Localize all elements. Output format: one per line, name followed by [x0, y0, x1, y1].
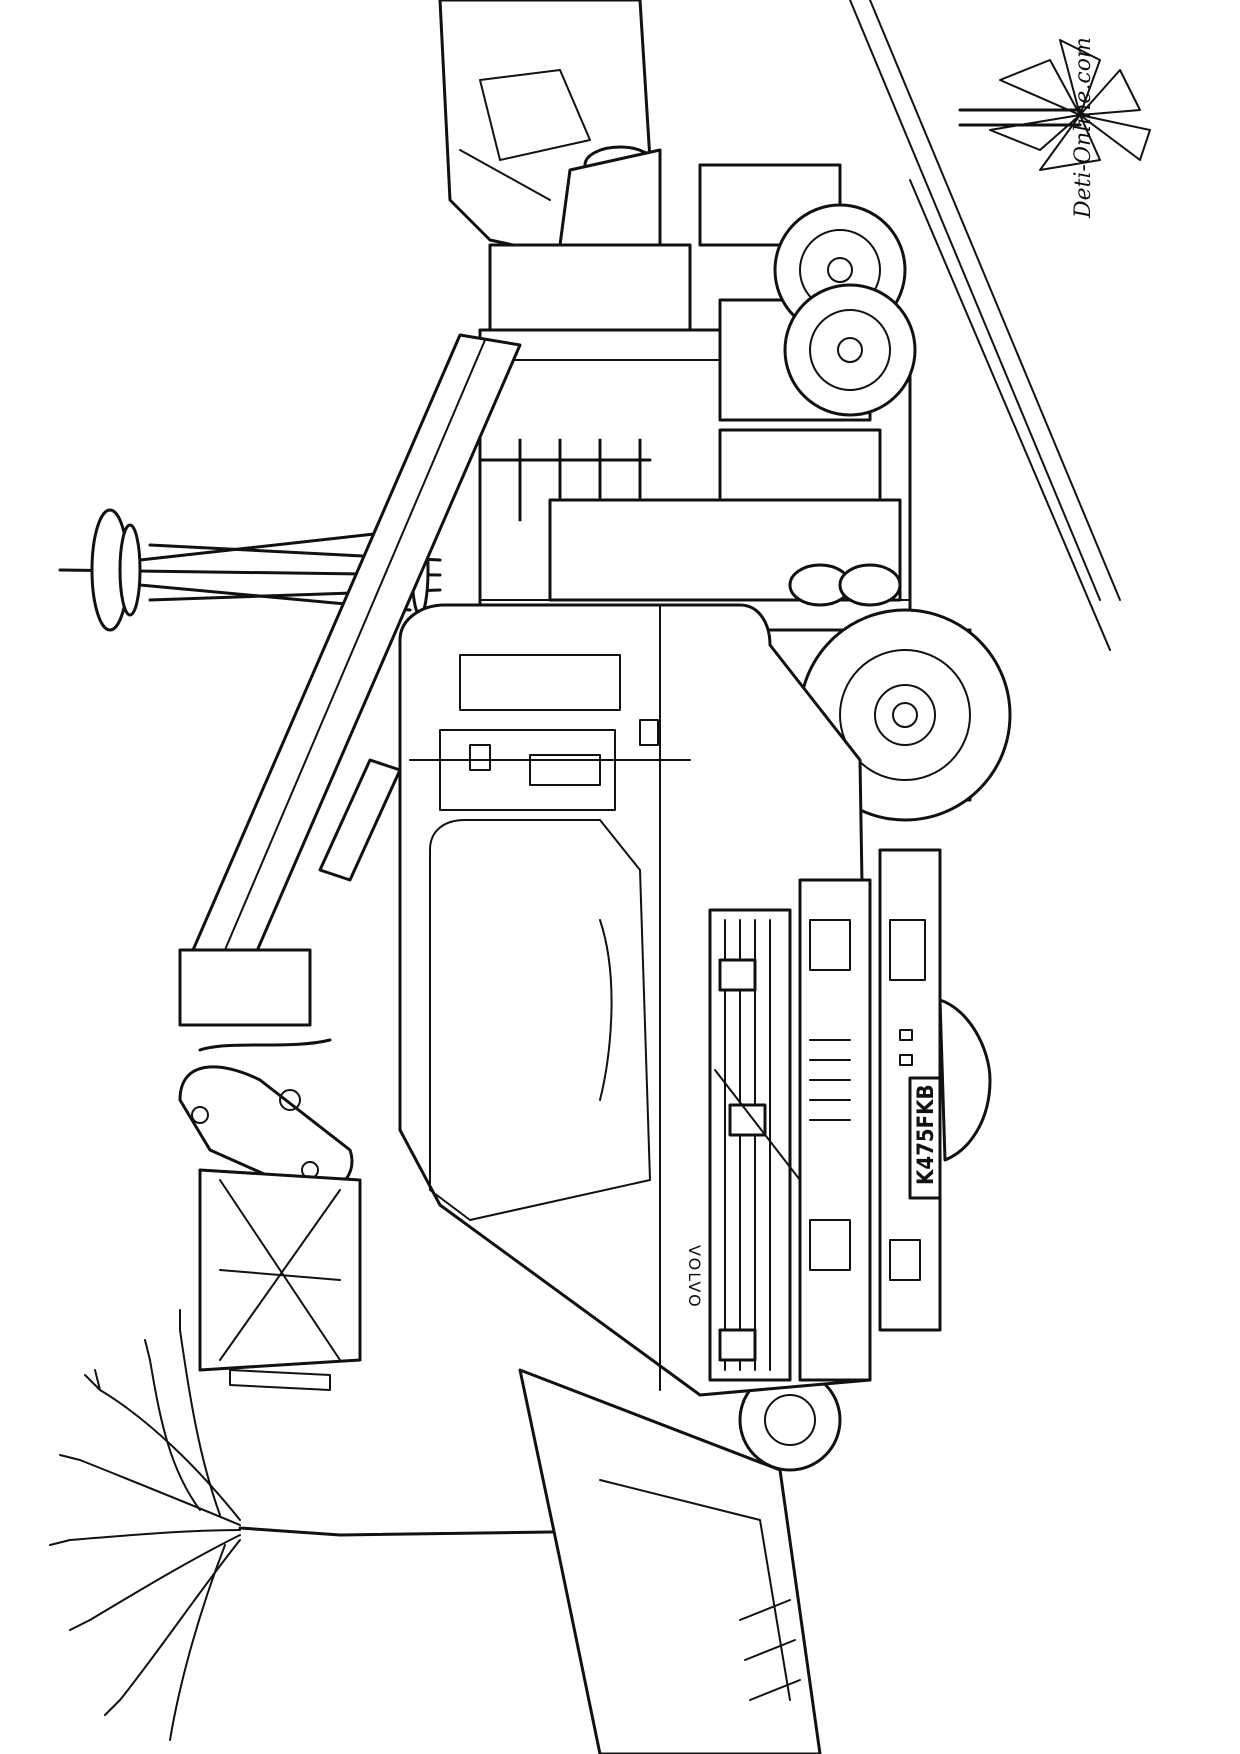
brand-badge: VOLVO	[685, 1245, 704, 1309]
license-plate: K475FKB	[908, 1076, 942, 1200]
rear-wheels	[773, 203, 917, 417]
front-bumper-wheel	[938, 998, 992, 1162]
crane-boom	[178, 333, 522, 1195]
truck-front	[798, 848, 942, 1382]
palm-tree	[958, 39, 1151, 171]
tree	[49, 1309, 692, 1741]
car-bottom	[518, 1368, 842, 1754]
license-plate-text: K475FKB	[914, 1084, 939, 1185]
brand-text: VOLVO	[685, 1245, 704, 1309]
truck-grille	[708, 908, 801, 1382]
outrigger	[198, 1168, 362, 1391]
road-lines	[849, 0, 1121, 651]
watermark: Deti-Online.com	[1071, 37, 1096, 219]
truck-chassis	[478, 148, 912, 632]
